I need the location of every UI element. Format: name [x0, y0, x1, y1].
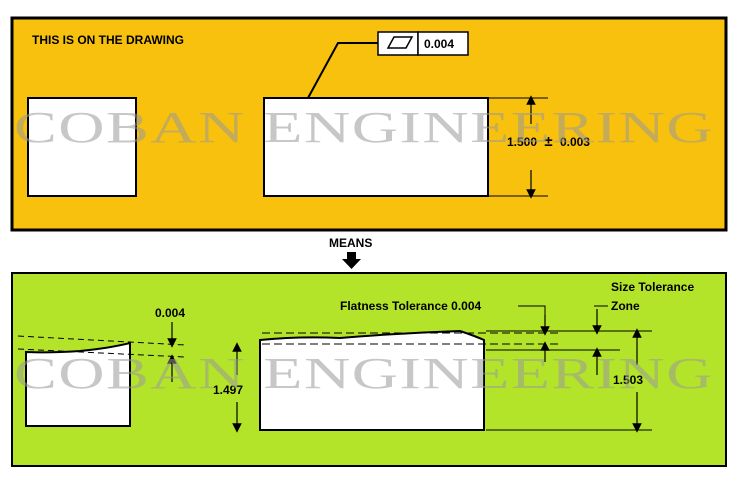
size-tolerance-line2: Zone — [611, 299, 640, 313]
top-panel-title: THIS IS ON THE DRAWING — [32, 33, 184, 47]
dimension-text: 1.500 ± 0.003 — [507, 133, 590, 150]
flatness-tolerance-label: Flatness Tolerance 0.004 — [340, 299, 482, 313]
watermark-top: COBAN ENGINEERING — [14, 103, 714, 152]
plusminus-sign: ± — [544, 133, 552, 150]
part-rectangle-top — [263, 97, 489, 197]
left-zone-bottom-line — [17, 348, 186, 358]
tolerance-value: 0.003 — [560, 135, 590, 149]
means-label: MEANS — [329, 236, 372, 250]
size-tolerance-label: Size Tolerance Zone — [611, 280, 698, 313]
fcf-value: 0.004 — [424, 37, 454, 51]
min-size-dimension: 1.497 — [213, 342, 243, 433]
left-part-body — [25, 341, 131, 427]
flatness-tolerance-callout: Flatness Tolerance 0.004 — [340, 299, 550, 362]
watermark-bottom: COBAN ENGINEERING — [14, 349, 714, 398]
size-tolerance-line1: Size Tolerance — [611, 280, 694, 294]
part-square-bottom: 0.004 — [17, 306, 186, 427]
flatness-leader — [518, 305, 546, 316]
means-connector: MEANS — [329, 236, 372, 269]
bottom-panel: 0.004 Flatness Tolerance 0.004 Size Tole… — [11, 272, 727, 467]
left-flatness-value: 0.004 — [155, 306, 185, 320]
flatness-icon — [386, 36, 414, 49]
leader-line — [307, 42, 378, 99]
size-tolerance-callout: Size Tolerance Zone — [592, 280, 698, 375]
nominal-value: 1.500 — [507, 135, 537, 149]
top-panel: THIS IS ON THE DRAWING 0.004 1.500 ± 0.0… — [10, 16, 728, 232]
down-arrow-icon — [342, 252, 361, 269]
fcf-value-cell — [417, 31, 469, 56]
part-rectangle-bottom — [259, 329, 652, 431]
max-size-dimension: 1.503 — [613, 328, 643, 433]
feature-control-frame: 0.004 — [307, 31, 469, 99]
min-dimension-value: 1.497 — [213, 383, 243, 397]
part-square-top — [27, 97, 137, 197]
left-zone-top-line — [17, 335, 186, 346]
fcf-symbol-cell — [377, 31, 419, 56]
size-dimension-top: 1.500 ± 0.003 — [488, 95, 590, 199]
max-dimension-value: 1.503 — [613, 373, 643, 387]
